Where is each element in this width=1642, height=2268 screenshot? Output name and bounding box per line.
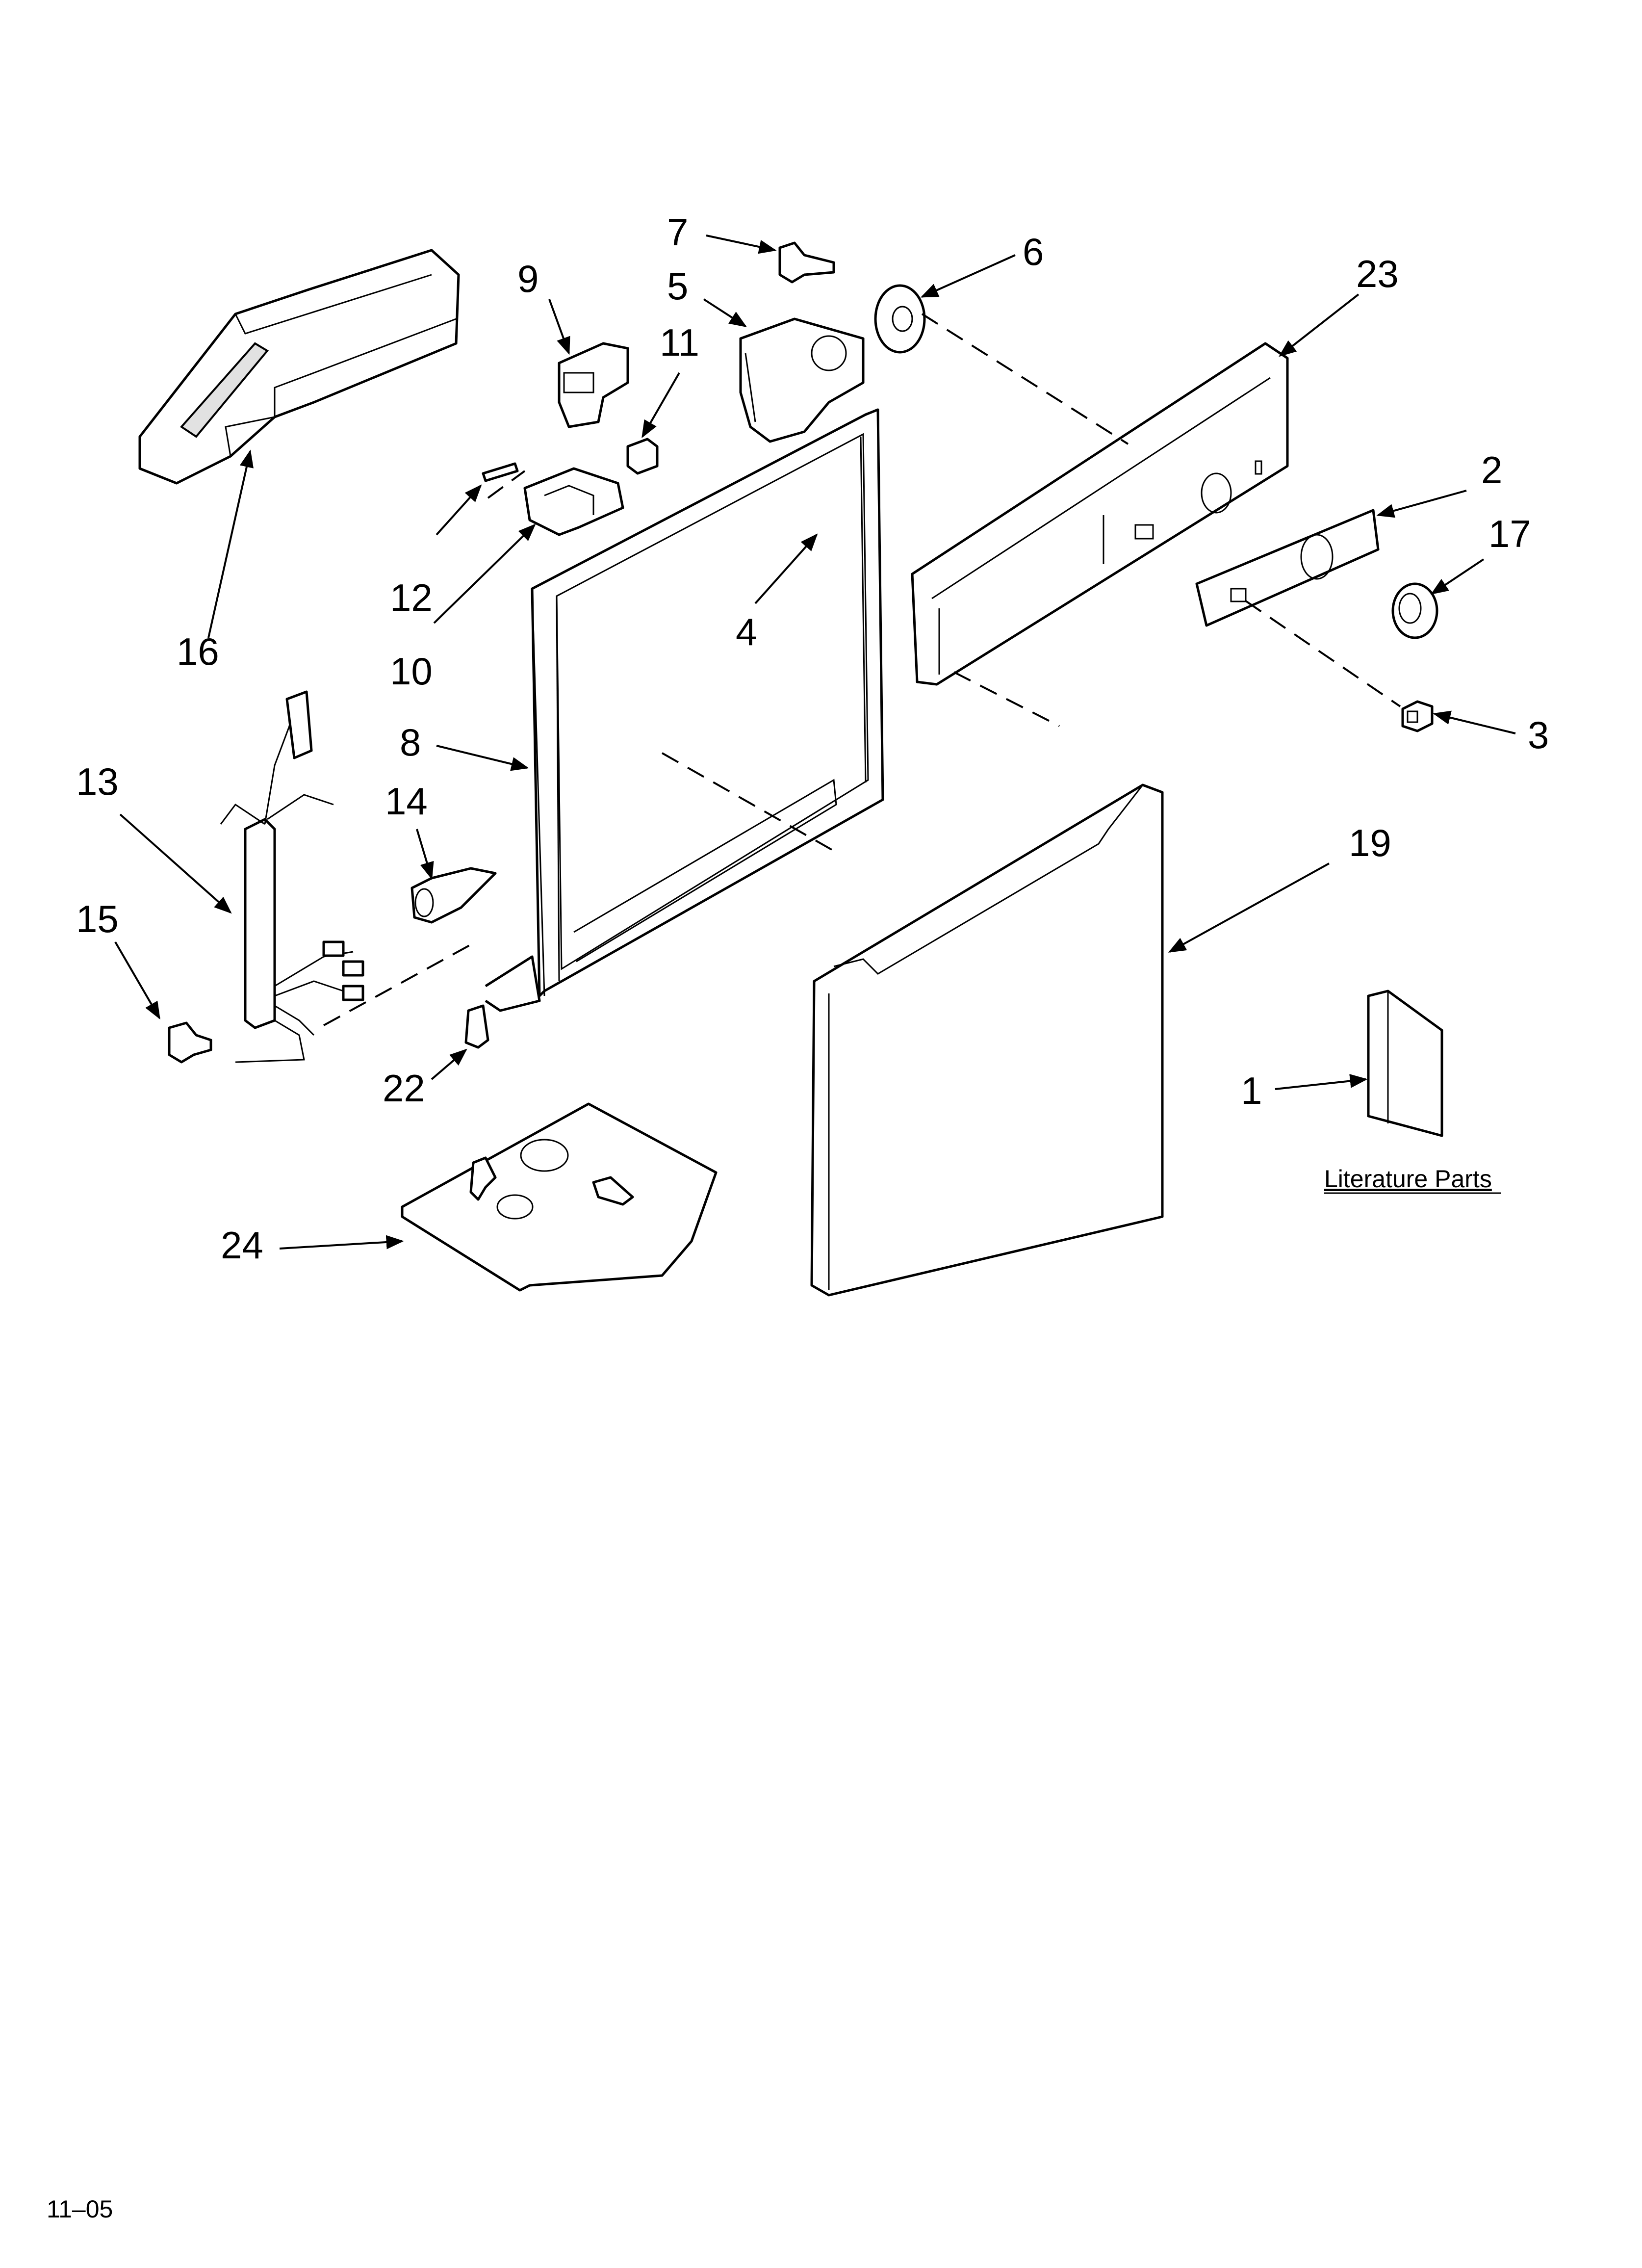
part-14-sensor (410, 867, 497, 924)
assembly-dash-lines (323, 313, 1401, 1026)
callout-8: 8 (400, 721, 421, 764)
part-16-vent-housing (138, 249, 460, 485)
part-22-clip (464, 1004, 489, 1049)
callout-1: 1 (1241, 1069, 1262, 1112)
part-15-screw (168, 1021, 212, 1064)
part-8-door-frame (485, 408, 884, 1012)
part-7-screw (778, 241, 835, 284)
part-5-timer-module (739, 317, 865, 443)
callout-6: 6 (1023, 230, 1044, 273)
callout-11: 11 (660, 321, 699, 364)
part-23-console-panel (911, 342, 1289, 686)
callout-2: 2 (1481, 448, 1502, 492)
callout-23: 23 (1356, 252, 1399, 295)
callout-22: 22 (383, 1067, 425, 1110)
callout-5: 5 (667, 264, 688, 308)
callout-3: 3 (1528, 713, 1549, 756)
part-1-literature (1367, 990, 1443, 1137)
literature-parts-label: Literature Parts (1324, 1165, 1492, 1193)
part-10-bracket (523, 467, 624, 536)
callout-24: 24 (221, 1224, 263, 1267)
callout-10: 10 (390, 650, 433, 693)
callout-14: 14 (385, 780, 428, 823)
part-13-wire-harness (220, 690, 364, 1063)
callout-15: 15 (76, 897, 119, 940)
callout-7: 7 (667, 210, 688, 254)
revision-code: 11–05 (47, 2195, 113, 2223)
part-24-parts-bag (401, 1102, 718, 1292)
part-2-control-insert (1195, 509, 1380, 627)
callout-12: 12 (390, 576, 433, 619)
callout-4: 4 (736, 610, 757, 653)
part-11-clip (626, 438, 659, 475)
callout-labels: 7 6 5 23 9 11 12 10 4 16 2 17 3 8 13 14 … (76, 210, 1549, 1267)
part-19-outer-door-panel (810, 783, 1164, 1297)
callout-13: 13 (76, 760, 119, 803)
leader-arrows (114, 235, 1516, 1250)
callout-17: 17 (1488, 512, 1531, 555)
part-9-switch (558, 342, 629, 428)
part-6-cam (874, 284, 926, 354)
part-12-strip (482, 462, 519, 482)
callout-16: 16 (177, 630, 219, 673)
callout-19: 19 (1349, 821, 1391, 864)
part-17-knob (1391, 582, 1438, 639)
part-3-button (1401, 700, 1434, 732)
callout-9: 9 (517, 257, 539, 300)
